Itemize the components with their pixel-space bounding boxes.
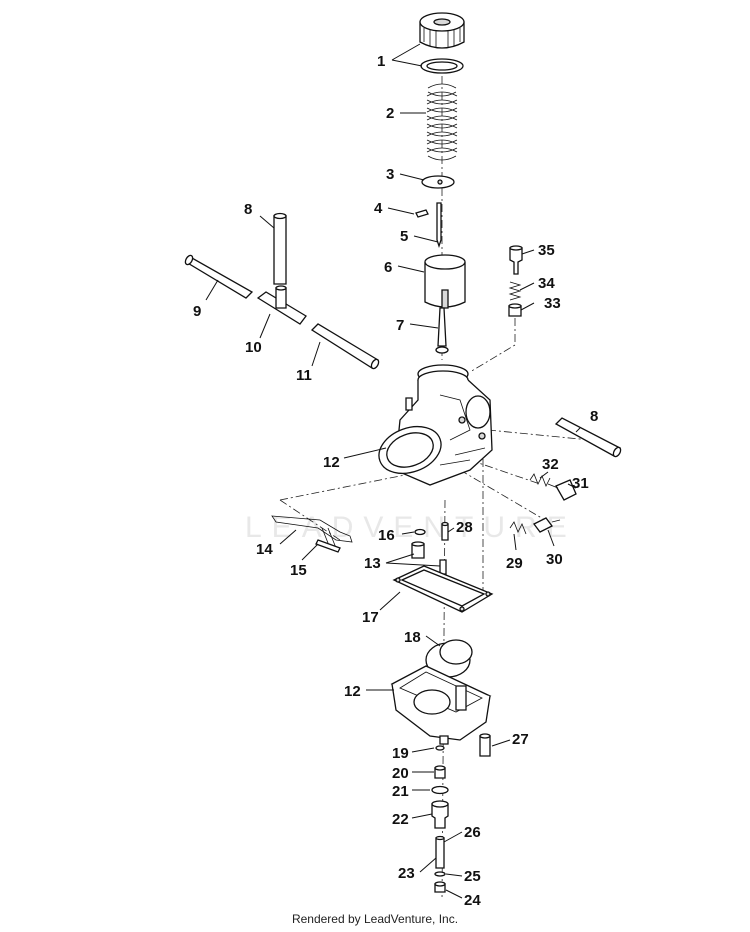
part-8-vent-tube-right: [554, 417, 622, 458]
part-19-washer: [435, 745, 445, 751]
part-4-clip: [415, 209, 429, 218]
part-32-spring: [529, 473, 551, 487]
callout-8-upper: 8: [244, 201, 252, 218]
callout-19: 19: [392, 745, 409, 762]
callout-18: 18: [404, 629, 421, 646]
part-16-pilot-jet: [414, 528, 426, 536]
callout-33: 33: [544, 295, 561, 312]
callout-31: 31: [572, 475, 589, 492]
callout-22: 22: [392, 811, 409, 828]
callout-34: 34: [538, 275, 555, 292]
part-33-plunger: [508, 303, 522, 317]
part-34-spring: [508, 281, 522, 301]
callout-23: 23: [398, 865, 415, 882]
part-20-jet: [434, 765, 446, 779]
part-15-pin: [315, 539, 341, 553]
callout-35: 35: [538, 242, 555, 259]
callout-17: 17: [362, 609, 379, 626]
part-21-o-ring: [431, 785, 449, 795]
callout-10: 10: [245, 339, 262, 356]
part-17-gasket: [392, 565, 494, 613]
callout-27: 27: [512, 731, 529, 748]
part-5-jet-needle: [436, 202, 442, 249]
callout-8-right: 8: [590, 408, 598, 425]
callout-12-body: 12: [323, 454, 340, 471]
part-3-retainer-plate: [421, 175, 455, 189]
callout-29: 29: [506, 555, 523, 572]
callout-2: 2: [386, 105, 394, 122]
callout-25: 25: [464, 868, 481, 885]
callout-30: 30: [546, 551, 563, 568]
part-6-throttle-slide: [424, 254, 466, 309]
callout-7: 7: [396, 317, 404, 334]
callout-15: 15: [290, 562, 307, 579]
watermark: LEADVENTURE: [245, 511, 577, 544]
part-35-fitting: [509, 245, 523, 275]
part-8-vent-tube-vertical: [273, 212, 287, 285]
footer-credit: Rendered by LeadVenture, Inc.: [291, 912, 459, 926]
callout-3: 3: [386, 166, 394, 183]
part-7-needle-jet: [435, 307, 449, 354]
part-27-drain-screw: [479, 733, 491, 757]
callout-20: 20: [392, 765, 409, 782]
callout-21: 21: [392, 783, 409, 800]
callout-16: 16: [378, 527, 395, 544]
callout-6: 6: [384, 259, 392, 276]
callout-14: 14: [256, 541, 273, 558]
callout-26: 26: [464, 824, 481, 841]
callout-5: 5: [400, 228, 408, 245]
callout-4: 4: [374, 200, 383, 217]
callout-1: 1: [377, 53, 385, 70]
callout-11: 11: [296, 367, 312, 384]
part-18-float: [425, 639, 473, 678]
part-30-screw: [533, 517, 561, 533]
part-2-spring: [426, 83, 458, 161]
callout-9: 9: [193, 303, 201, 320]
part-13-main-jet: [411, 541, 447, 575]
callout-24: 24: [464, 892, 481, 909]
part-1-top-cap: [419, 12, 465, 74]
part-22-holder: [431, 800, 449, 829]
part-24-plug: [434, 881, 446, 893]
callout-12-bowl: 12: [344, 683, 361, 700]
part-12-float-bowl: [390, 665, 492, 745]
part-29-spring: [509, 521, 527, 535]
part-25-o-ring: [434, 871, 446, 877]
callout-32: 32: [542, 456, 559, 473]
callout-28: 28: [456, 519, 473, 536]
part-9-vent-tube-left: [184, 254, 254, 299]
callout-13: 13: [364, 555, 381, 572]
part-23-tube: [435, 835, 445, 869]
leader-lines: [205, 43, 581, 899]
part-11-vent-tube-right: [310, 323, 380, 370]
part-28-screw: [441, 521, 449, 541]
part-12-carburetor-body: [378, 364, 493, 486]
part-10-tee-fitting: [256, 285, 307, 325]
